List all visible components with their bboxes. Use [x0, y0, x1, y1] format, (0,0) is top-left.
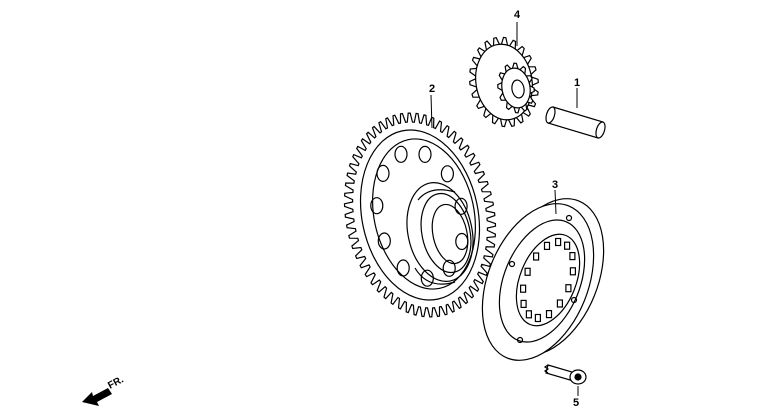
sprag-roller: [569, 252, 576, 261]
leader-line-2: [430, 94, 433, 129]
sprag-roller: [554, 237, 562, 247]
starter-driven-gear[interactable]: [343, 112, 497, 318]
sprag-roller: [524, 267, 531, 276]
bolt-shank: [545, 364, 573, 381]
front-label: FR.: [106, 374, 126, 391]
gear-hub-inner: [420, 192, 472, 274]
bolt-hole: [508, 260, 516, 268]
front-arrow-icon: [82, 388, 112, 406]
clutch-sprags: [519, 237, 577, 323]
gear-tooth-profile: [343, 112, 497, 318]
shaft-end-near: [545, 106, 556, 124]
lightening-hole: [376, 164, 390, 182]
shaft-body: [547, 106, 604, 139]
gear-bore: [431, 203, 469, 265]
bolt-hex-socket: [574, 373, 582, 381]
idle-gear-small: [501, 67, 531, 109]
sprag-roller: [519, 284, 527, 293]
sprag-roller: [565, 284, 572, 293]
hub-step-line-lower: [414, 267, 456, 285]
clutch-outer-face: [481, 203, 595, 361]
bolt-hole: [570, 296, 578, 304]
lightening-hole: [440, 165, 454, 183]
lightening-hole: [442, 259, 456, 277]
callout-5: 5: [573, 397, 579, 409]
sprag-roller: [563, 241, 571, 250]
clutch-bolt[interactable]: [543, 364, 587, 385]
idle-gear-shaft[interactable]: [544, 106, 607, 139]
gear-teeth: [343, 112, 497, 318]
sprag-roller: [532, 252, 540, 261]
sprag-roller: [520, 299, 527, 308]
gear-rim: [359, 129, 481, 301]
lightening-hole: [370, 197, 384, 215]
bolt-hole: [516, 336, 524, 344]
sprag-roller: [556, 299, 564, 308]
sprag-roller: [525, 310, 533, 319]
lightening-hole: [418, 145, 432, 163]
lightening-hole: [396, 259, 410, 277]
starter-idle-gear[interactable]: [469, 36, 539, 128]
front-direction-indicator: FR.: [82, 374, 126, 406]
lightening-hole: [454, 197, 468, 215]
sprag-roller: [569, 267, 577, 276]
sprag-roller: [543, 241, 551, 250]
lightening-hole: [394, 145, 408, 163]
callout-2: 2: [429, 83, 435, 95]
callout-1: 1: [574, 77, 580, 89]
sprag-roller: [534, 313, 542, 323]
shaft-end-far: [595, 121, 606, 139]
bolt-thread: [543, 364, 550, 374]
starter-clutch[interactable]: [461, 182, 625, 377]
gear-hub-outer: [406, 182, 474, 282]
gear-lightening-holes: [370, 145, 469, 287]
callout-4: 4: [514, 9, 521, 21]
hub-step-line: [417, 189, 456, 201]
leader-line-3: [554, 189, 557, 215]
lightening-hole: [377, 232, 391, 250]
clutch-sprag-cage: [515, 233, 581, 327]
callout-3: 3: [552, 179, 558, 191]
bolt-hole: [565, 214, 573, 222]
idle-gear-bore: [511, 79, 525, 99]
gear-web-edge: [372, 138, 476, 290]
sprag-roller: [545, 310, 553, 319]
